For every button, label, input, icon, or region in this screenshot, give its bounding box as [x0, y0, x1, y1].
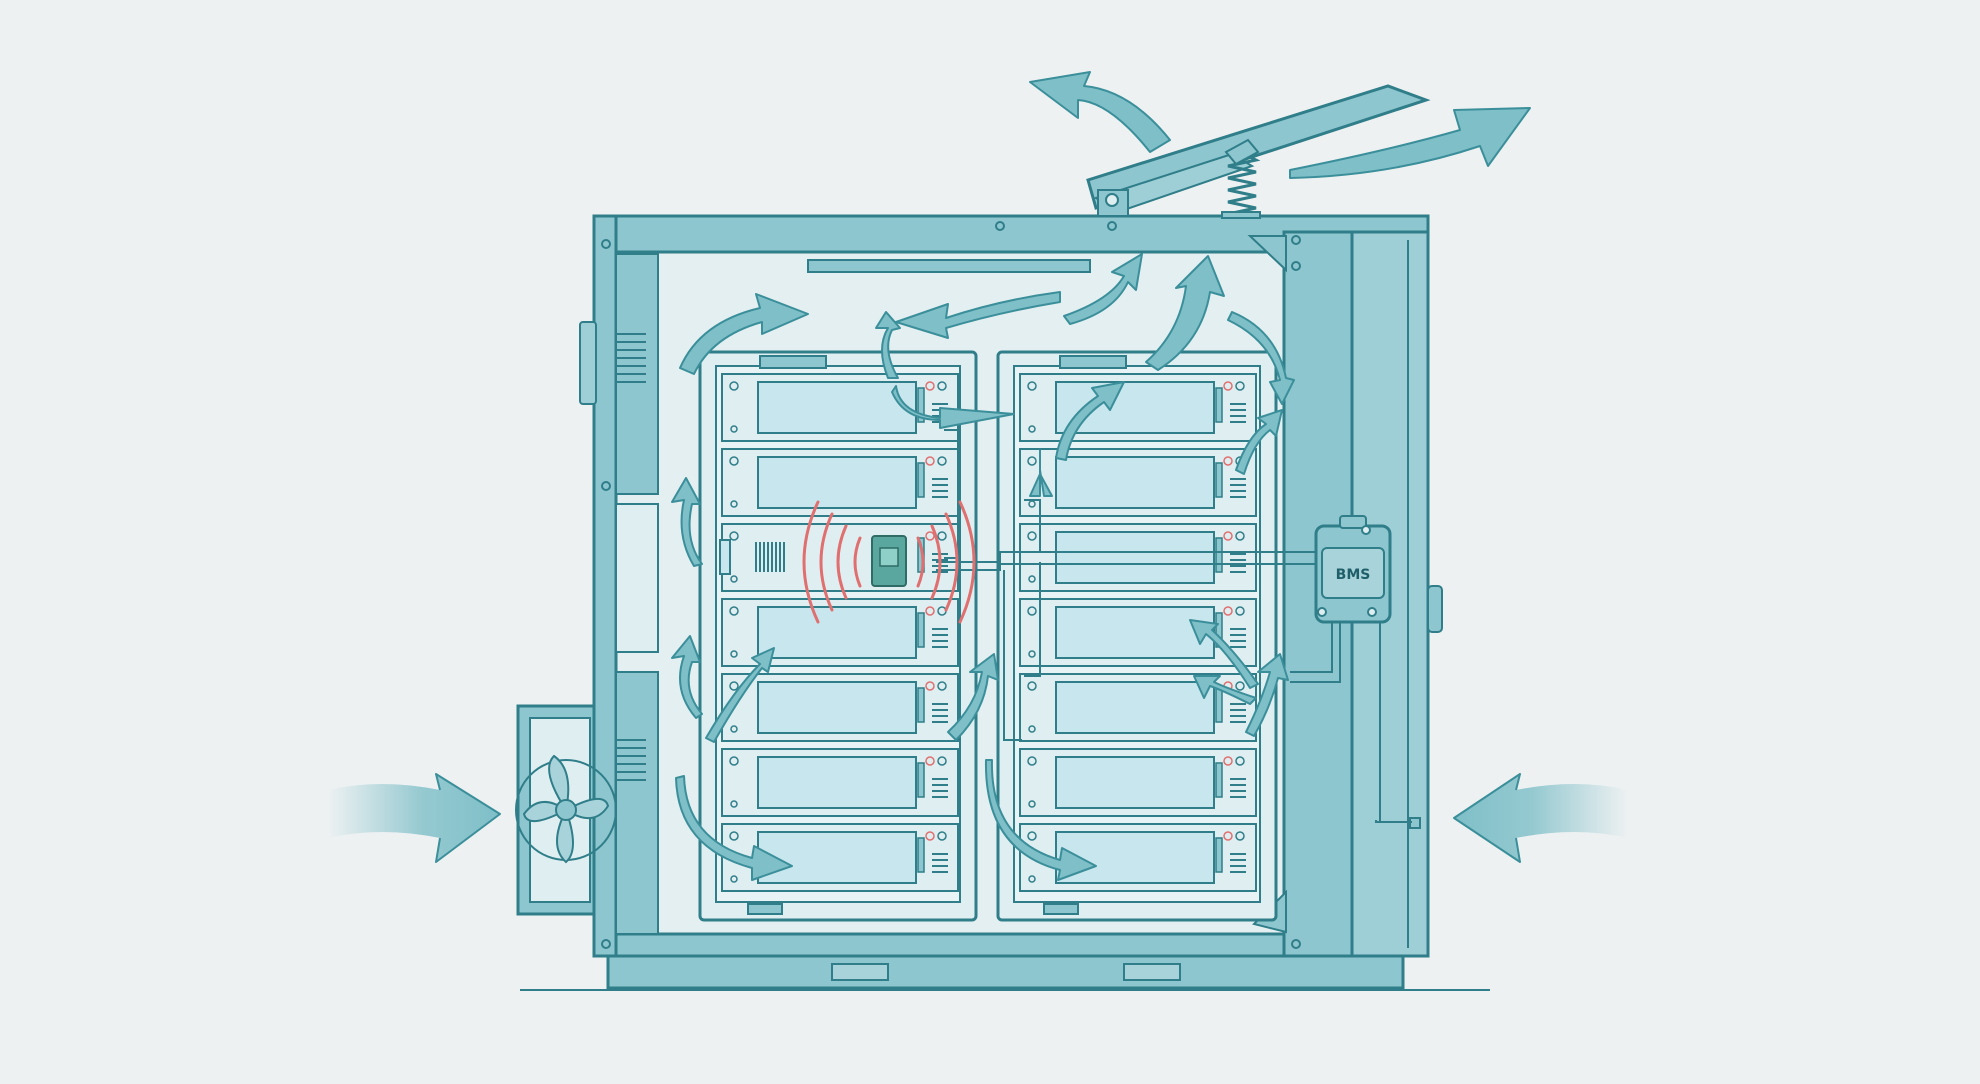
cabinet-base [606, 950, 1405, 990]
battery-module [1019, 523, 1257, 592]
bms-label: BMS [1336, 567, 1371, 583]
battery-module [721, 673, 959, 742]
top-vent-plate [807, 259, 1091, 273]
exhaust-arrow-right [1289, 107, 1531, 179]
intake-fan [515, 704, 617, 916]
bms-wiring [936, 429, 1412, 823]
upper-louver-vent [616, 333, 646, 383]
battery-modules [719, 373, 1257, 892]
battery-module [721, 373, 959, 442]
alert-wave-icon [802, 500, 976, 624]
battery-module [721, 748, 959, 817]
airflow-arrows [328, 71, 1628, 881]
lower-louver-vent [616, 739, 646, 781]
battery-module [1019, 373, 1257, 442]
left-wall-panels [579, 253, 659, 935]
intake-arrow-left [328, 774, 500, 862]
battery-module [721, 448, 959, 517]
pressure-relief-lid [1086, 84, 1431, 219]
battery-module [1019, 448, 1257, 517]
intake-arrow-right [1454, 774, 1628, 862]
thermal-alert [802, 500, 976, 624]
exhaust-arrow-up-left [1029, 71, 1171, 153]
bms-controller: BMS [1314, 515, 1392, 624]
battery-module [1019, 823, 1257, 892]
battery-module [1019, 598, 1257, 667]
battery-module [1019, 748, 1257, 817]
fan-blades-icon [522, 754, 610, 864]
